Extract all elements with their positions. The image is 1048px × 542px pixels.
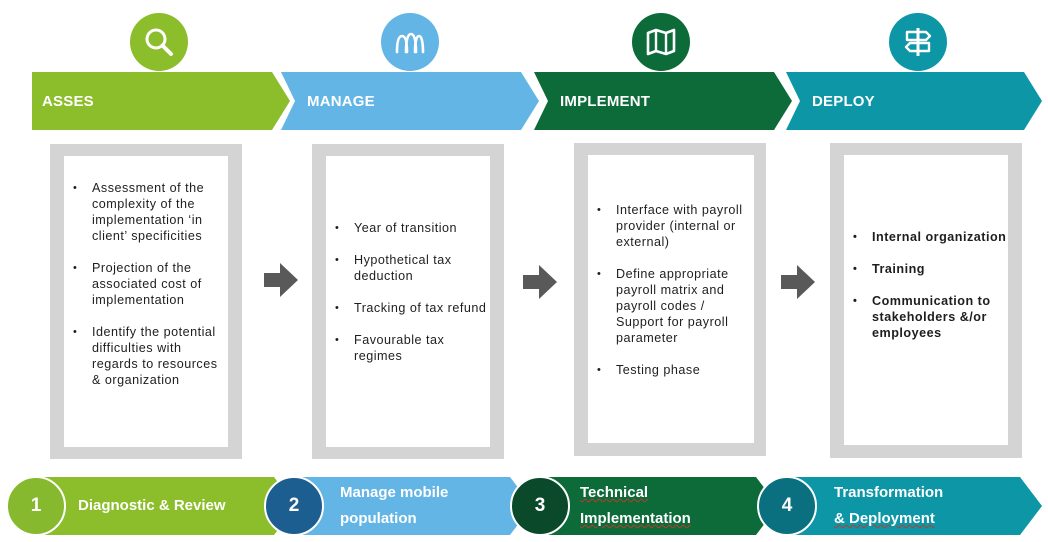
signpost-icon: [904, 28, 932, 56]
assess-header-bar: ASSES: [32, 72, 290, 130]
implement-header-label: IMPLEMENT: [560, 92, 651, 110]
manage-bullet-list: Year of transition Hypothetical tax dedu…: [326, 156, 490, 364]
list-item: Favourable tax regimes: [335, 332, 490, 364]
arrow-right-icon: [264, 263, 298, 297]
list-item: Interface with payroll provider (interna…: [597, 202, 754, 250]
step-4-label: Transformation & Deployment: [784, 480, 943, 532]
deploy-header-bar: DEPLOY: [786, 72, 1042, 130]
assess-box: Assessment of the complexity of the impl…: [64, 156, 228, 447]
implement-bullet-list: Interface with payroll provider (interna…: [588, 155, 754, 378]
list-item: Projection of the associated cost of imp…: [73, 260, 228, 308]
step-3-bar: Technical Implementation: [534, 477, 778, 535]
implement-icon-circle: [632, 13, 690, 71]
list-item: Training: [853, 261, 1008, 277]
list-item: Define appropriate payroll matrix and pa…: [597, 266, 754, 346]
step-1-bar: Diagnostic & Review: [34, 477, 296, 535]
arrow-right-icon: [781, 265, 815, 299]
step-2-bar: Manage mobile population: [290, 477, 532, 535]
step-1-number: 1: [6, 476, 66, 536]
people-icon: [395, 32, 425, 54]
step-2-label: Manage mobile population: [290, 480, 448, 532]
step-4-number: 4: [757, 476, 817, 536]
magnifier-icon: [145, 28, 173, 56]
step-3-number: 3: [510, 476, 570, 536]
list-item: Identify the potential difficulties with…: [73, 324, 228, 388]
implement-box: Interface with payroll provider (interna…: [588, 155, 754, 443]
step-3-label: Technical Implementation: [534, 480, 691, 532]
assess-header-label: ASSES: [42, 92, 94, 110]
map-icon: [646, 28, 676, 56]
list-item: Testing phase: [597, 362, 754, 378]
list-item: Internal organization: [853, 229, 1008, 245]
step-4-label-line1: Transformation: [834, 484, 944, 501]
step-3-label-line2: Implementation: [580, 510, 691, 527]
list-item: Communication to stakeholders &/or emplo…: [853, 293, 1008, 341]
step-2-number: 2: [264, 476, 324, 536]
list-item: Year of transition: [335, 220, 490, 236]
assess-bullet-list: Assessment of the complexity of the impl…: [64, 156, 228, 388]
arrow-right-icon: [523, 265, 557, 299]
manage-header-bar: MANAGE: [281, 72, 539, 130]
deploy-bullet-list: Internal organization Training Communica…: [844, 155, 1008, 341]
manage-box: Year of transition Hypothetical tax dedu…: [326, 156, 490, 447]
deploy-header-label: DEPLOY: [812, 92, 875, 110]
step-2-label-line2: population: [340, 510, 417, 527]
step-1-label: Diagnostic & Review: [78, 497, 226, 514]
step-4-label-line2: & Deployment: [834, 510, 935, 527]
step-2-label-line1: Manage mobile: [340, 484, 449, 501]
deploy-box: Internal organization Training Communica…: [844, 155, 1008, 445]
deploy-icon-circle: [889, 13, 947, 71]
manage-icon-circle: [381, 13, 439, 71]
assess-icon-circle: [130, 13, 188, 71]
implement-header-bar: IMPLEMENT: [534, 72, 792, 130]
step-3-label-line1: Technical: [580, 484, 649, 501]
list-item: Tracking of tax refund: [335, 300, 490, 316]
step-4-bar: Transformation & Deployment: [784, 477, 1042, 535]
manage-header-label: MANAGE: [307, 92, 375, 110]
list-item: Assessment of the complexity of the impl…: [73, 180, 228, 244]
list-item: Hypothetical tax deduction: [335, 252, 490, 284]
